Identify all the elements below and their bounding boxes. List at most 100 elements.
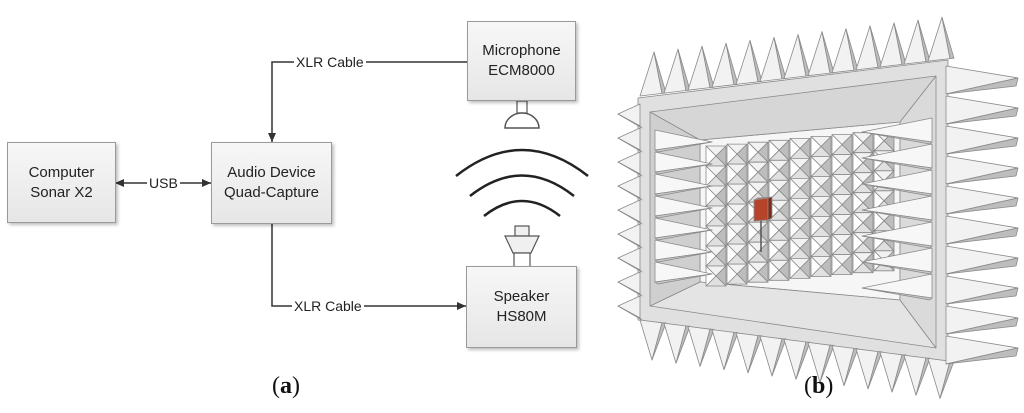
back-wedge bbox=[810, 136, 822, 157]
speaker-icon bbox=[504, 225, 540, 268]
back-wedge bbox=[852, 192, 864, 214]
back-wedge bbox=[747, 261, 759, 283]
back-wedge bbox=[852, 132, 864, 154]
back-wedge bbox=[852, 212, 864, 234]
left-wedge bbox=[617, 175, 641, 199]
xlr-top-label: XLR Cable bbox=[294, 54, 366, 70]
back-wedge bbox=[831, 154, 843, 176]
back-wedge bbox=[747, 241, 759, 263]
left-wedge bbox=[617, 151, 641, 175]
back-wedge bbox=[726, 183, 738, 205]
left-wedge bbox=[617, 127, 641, 151]
right-wedge bbox=[945, 227, 1019, 245]
xlr-top-connector bbox=[268, 61, 467, 142]
xlr-bottom-label: XLR Cable bbox=[292, 298, 364, 314]
back-wedge bbox=[789, 177, 801, 199]
left-wedge bbox=[617, 233, 643, 249]
right-wedge bbox=[945, 197, 1019, 215]
xlr-bottom-connector bbox=[271, 224, 466, 310]
left-wedge bbox=[617, 305, 643, 321]
back-wedge bbox=[810, 216, 822, 237]
test-speaker-side bbox=[767, 196, 773, 221]
left-wedge bbox=[617, 271, 641, 295]
inner-left-wedge bbox=[654, 251, 713, 263]
back-wedge bbox=[789, 197, 801, 219]
right-wedge bbox=[945, 347, 1019, 365]
back-wedge bbox=[726, 263, 738, 285]
left-wedge bbox=[617, 295, 641, 319]
back-wedge bbox=[789, 157, 801, 179]
back-wedge bbox=[726, 163, 738, 185]
back-wedge bbox=[831, 214, 843, 236]
back-wedge bbox=[768, 239, 780, 261]
back-wedge bbox=[789, 137, 801, 159]
back-wedge bbox=[768, 159, 780, 181]
computer-software: Sonar X2 bbox=[30, 183, 93, 201]
back-wedge bbox=[747, 181, 759, 203]
left-wedge bbox=[617, 161, 643, 177]
inner-right-wedge bbox=[861, 287, 933, 301]
computer-box: Computer Sonar X2 bbox=[7, 142, 116, 223]
back-wedge bbox=[726, 223, 738, 245]
back-wedge bbox=[831, 254, 843, 276]
audio-device-box: Audio Device Quad-Capture bbox=[211, 142, 332, 224]
back-wedge bbox=[789, 257, 801, 279]
usb-label: USB bbox=[147, 175, 180, 191]
right-wedge bbox=[945, 137, 1019, 155]
microphone-icon bbox=[504, 100, 540, 129]
back-wedge bbox=[705, 165, 717, 187]
back-wedge bbox=[705, 185, 717, 207]
left-wedge bbox=[617, 223, 641, 247]
back-wedge bbox=[747, 201, 759, 223]
right-wedge bbox=[945, 257, 1019, 275]
caption-b: (b) bbox=[804, 373, 834, 399]
left-wedge bbox=[617, 257, 643, 273]
audio-device-model: Quad-Capture bbox=[223, 184, 320, 201]
inner-right-wedge bbox=[861, 183, 933, 197]
inner-left-wedge bbox=[654, 185, 713, 197]
back-wedge bbox=[747, 161, 759, 183]
back-wedge bbox=[852, 152, 864, 174]
back-wedge bbox=[810, 196, 822, 217]
right-wedge bbox=[945, 107, 1019, 125]
top-wedge bbox=[941, 16, 955, 59]
back-wedge bbox=[810, 236, 822, 257]
back-wedge bbox=[831, 134, 843, 156]
left-wedge bbox=[617, 103, 641, 127]
left-wedge bbox=[617, 137, 643, 153]
microphone-name: Microphone bbox=[482, 42, 561, 59]
inner-left-wedge bbox=[654, 207, 713, 219]
back-wedge bbox=[852, 172, 864, 194]
back-wedge bbox=[852, 232, 864, 254]
back-wedge bbox=[747, 141, 759, 163]
computer-name: Computer bbox=[28, 163, 95, 181]
back-wedge bbox=[873, 130, 885, 152]
inner-right-wedge bbox=[861, 157, 933, 171]
back-wedge bbox=[768, 179, 780, 201]
back-wedge bbox=[747, 221, 759, 243]
microphone-model: ECM8000 bbox=[488, 62, 555, 79]
speaker-box: Speaker HS80M bbox=[466, 266, 577, 348]
back-wedge bbox=[831, 194, 843, 216]
back-wedge bbox=[810, 176, 822, 197]
left-wedge bbox=[617, 185, 643, 201]
right-wedge bbox=[945, 287, 1019, 305]
caption-a: (a) bbox=[272, 373, 300, 399]
left-wedge bbox=[617, 113, 643, 129]
back-wedge bbox=[789, 217, 801, 239]
right-wedge bbox=[945, 317, 1019, 335]
back-wedge bbox=[831, 234, 843, 256]
back-wedge bbox=[831, 174, 843, 196]
inner-right-wedge bbox=[861, 209, 933, 223]
audio-device-name: Audio Device bbox=[227, 164, 316, 181]
back-wedge bbox=[726, 243, 738, 265]
inner-right-wedge bbox=[861, 261, 933, 275]
microphone-box: Microphone ECM8000 bbox=[467, 21, 576, 101]
back-wedge bbox=[705, 205, 717, 227]
inner-right-wedge bbox=[861, 131, 933, 145]
sound-waves-icon bbox=[455, 148, 589, 217]
back-wedge bbox=[705, 145, 717, 167]
inner-left-wedge bbox=[654, 141, 713, 153]
